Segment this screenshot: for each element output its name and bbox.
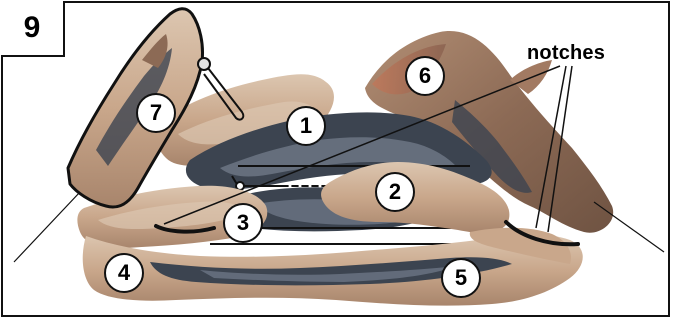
callout-1: 1 xyxy=(286,106,326,146)
callout-6: 6 xyxy=(405,56,445,96)
callout-3: 3 xyxy=(223,203,263,243)
callout-5: 5 xyxy=(441,258,481,298)
step-number: 9 xyxy=(1,1,65,57)
callout-7: 7 xyxy=(136,93,176,133)
callout-2: 2 xyxy=(375,172,415,212)
callout-4: 4 xyxy=(104,253,144,293)
notches-label: notches xyxy=(527,42,605,65)
